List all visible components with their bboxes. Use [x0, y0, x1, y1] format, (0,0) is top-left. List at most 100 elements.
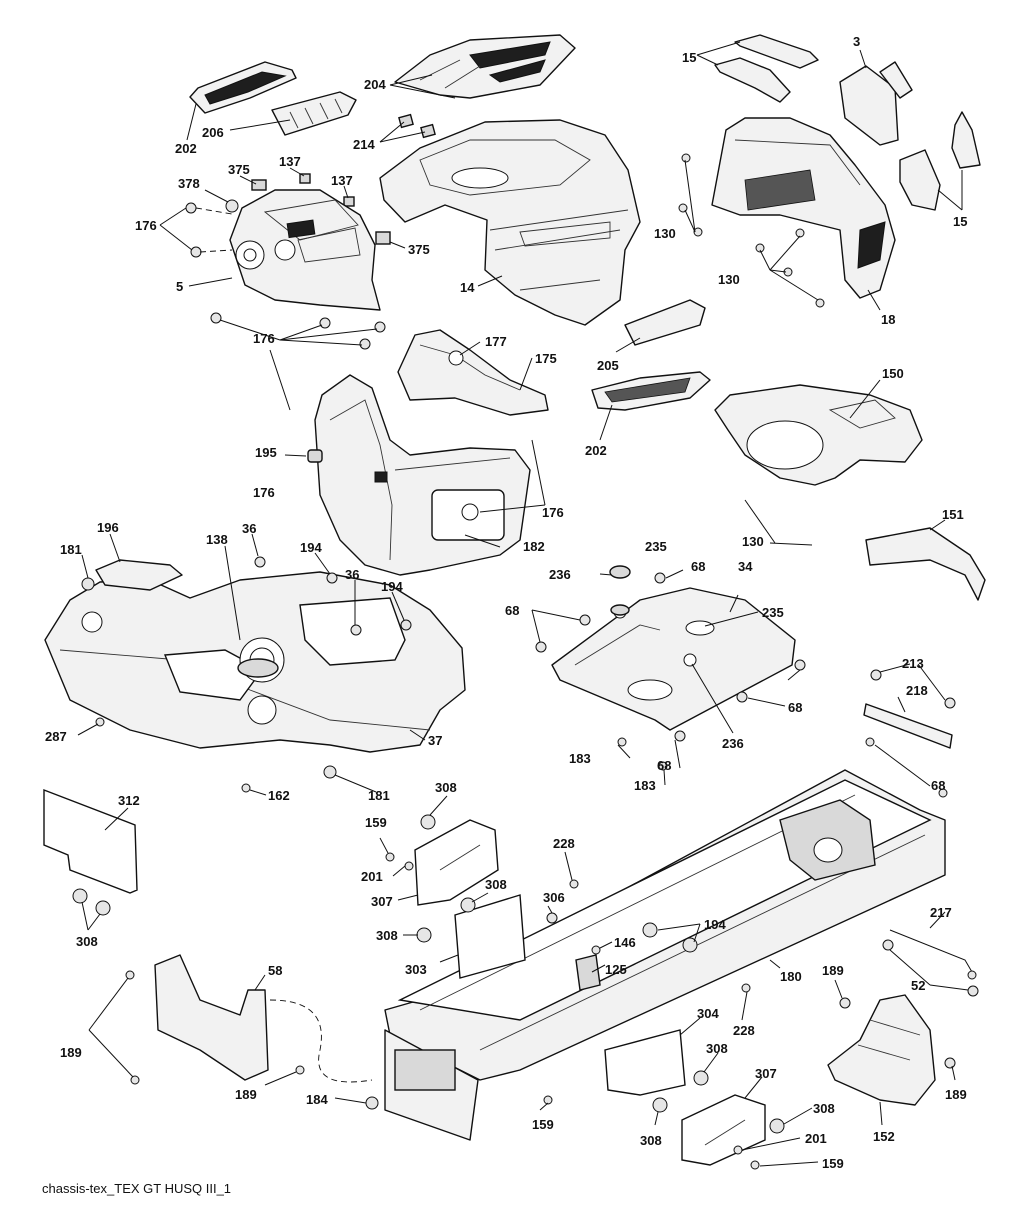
part-5-dash-console: [229, 189, 381, 311]
callout-213: 213: [902, 656, 924, 671]
callout-159: 159: [365, 815, 387, 830]
callout-228: 228: [553, 836, 575, 851]
callout-125: 125: [605, 962, 627, 977]
callout-378: 378: [178, 176, 200, 191]
callout-201: 201: [805, 1131, 827, 1146]
callout-214: 214: [353, 137, 375, 152]
callout-235: 235: [645, 539, 667, 554]
callout-34: 34: [738, 559, 753, 574]
callout-176: 176: [253, 331, 275, 346]
callout-312: 312: [118, 793, 140, 808]
callout-180: 180: [780, 969, 802, 984]
callout-189: 189: [945, 1087, 967, 1102]
callout-183: 183: [634, 778, 656, 793]
callout-218: 218: [906, 683, 928, 698]
callout-194: 194: [704, 917, 726, 932]
part-3-panel: [839, 61, 913, 146]
callout-236: 236: [549, 567, 571, 582]
callout-176: 176: [253, 485, 275, 500]
callout-137: 137: [279, 154, 301, 169]
callout-202: 202: [175, 141, 197, 156]
part-130-bolts: [678, 153, 825, 308]
callout-182: 182: [523, 539, 545, 554]
callout-306: 306: [543, 890, 565, 905]
callout-217: 217: [930, 905, 952, 920]
part-138-cap: [237, 658, 279, 678]
callout-36: 36: [345, 567, 359, 582]
part-206-grille: [271, 91, 357, 136]
callout-206: 206: [202, 125, 224, 140]
callout-375: 375: [408, 242, 430, 257]
part-202-dash-trim: [189, 61, 297, 114]
callout-195: 195: [255, 445, 277, 460]
part-151-bracket: [865, 527, 986, 601]
callout-130: 130: [718, 272, 740, 287]
part-125-bracket: [575, 954, 601, 991]
leader-lines: [77, 41, 969, 1167]
callout-201: 201: [361, 869, 383, 884]
part-175-bracket: [397, 329, 549, 416]
callout-189: 189: [60, 1045, 82, 1060]
callout-175: 175: [535, 351, 557, 366]
callout-68: 68: [931, 778, 945, 793]
callout-194: 194: [381, 579, 403, 594]
callout-15: 15: [682, 50, 696, 65]
callout-183: 183: [569, 751, 591, 766]
callout-151: 151: [942, 507, 964, 522]
callout-58: 58: [268, 963, 282, 978]
callout-307: 307: [755, 1066, 777, 1081]
callout-308: 308: [435, 780, 457, 795]
callout-308: 308: [640, 1133, 662, 1148]
callout-308: 308: [485, 877, 507, 892]
callout-189: 189: [235, 1087, 257, 1102]
callout-18: 18: [881, 312, 895, 327]
callout-15: 15: [953, 214, 967, 229]
part-214-clips: [398, 113, 436, 139]
callout-37: 37: [428, 733, 442, 748]
part-308-nuts: [416, 814, 785, 1134]
callout-204: 204: [364, 77, 386, 92]
part-303-shield: [454, 894, 526, 979]
part-deck-fasteners: [81, 556, 412, 793]
part-58-bracket: [125, 954, 305, 1085]
callout-176: 176: [135, 218, 157, 233]
part-204-hood-panel: [394, 34, 576, 99]
callout-205: 205: [597, 358, 619, 373]
part-18-front-nose: [711, 117, 896, 299]
callout-14: 14: [460, 280, 475, 295]
callout-287: 287: [45, 729, 67, 744]
part-218-strap: [863, 669, 956, 798]
part-196-cover: [95, 559, 183, 591]
callout-5: 5: [176, 279, 183, 294]
part-182-front-panel: [314, 374, 531, 576]
callout-159: 159: [822, 1156, 844, 1171]
part-217-rod: [882, 929, 979, 997]
part-235-236-parts: [609, 565, 631, 616]
part-195-plug: [307, 449, 323, 463]
part-307-shield-b: [681, 1094, 766, 1166]
callout-202: 202: [585, 443, 607, 458]
callout-228: 228: [733, 1023, 755, 1038]
part-small-fasteners-top: [225, 173, 391, 245]
callout-308: 308: [813, 1101, 835, 1116]
callout-68: 68: [657, 758, 671, 773]
callout-52: 52: [911, 978, 925, 993]
callout-308: 308: [376, 928, 398, 943]
callout-159: 159: [532, 1117, 554, 1132]
callout-146: 146: [614, 935, 636, 950]
part-307-shield-a: [414, 819, 499, 906]
callout-194: 194: [300, 540, 322, 555]
part-180-frame: [384, 769, 946, 1141]
callout-307: 307: [371, 894, 393, 909]
callout-181: 181: [60, 542, 82, 557]
callout-150: 150: [882, 366, 904, 381]
part-152-seat-bracket: [827, 994, 956, 1106]
part-150-lower-shroud: [714, 384, 923, 486]
part-176-bolts: [185, 202, 386, 350]
callout-162: 162: [268, 788, 290, 803]
callout-130: 130: [742, 534, 764, 549]
callout-303: 303: [405, 962, 427, 977]
callout-177: 177: [485, 334, 507, 349]
callout-236: 236: [722, 736, 744, 751]
